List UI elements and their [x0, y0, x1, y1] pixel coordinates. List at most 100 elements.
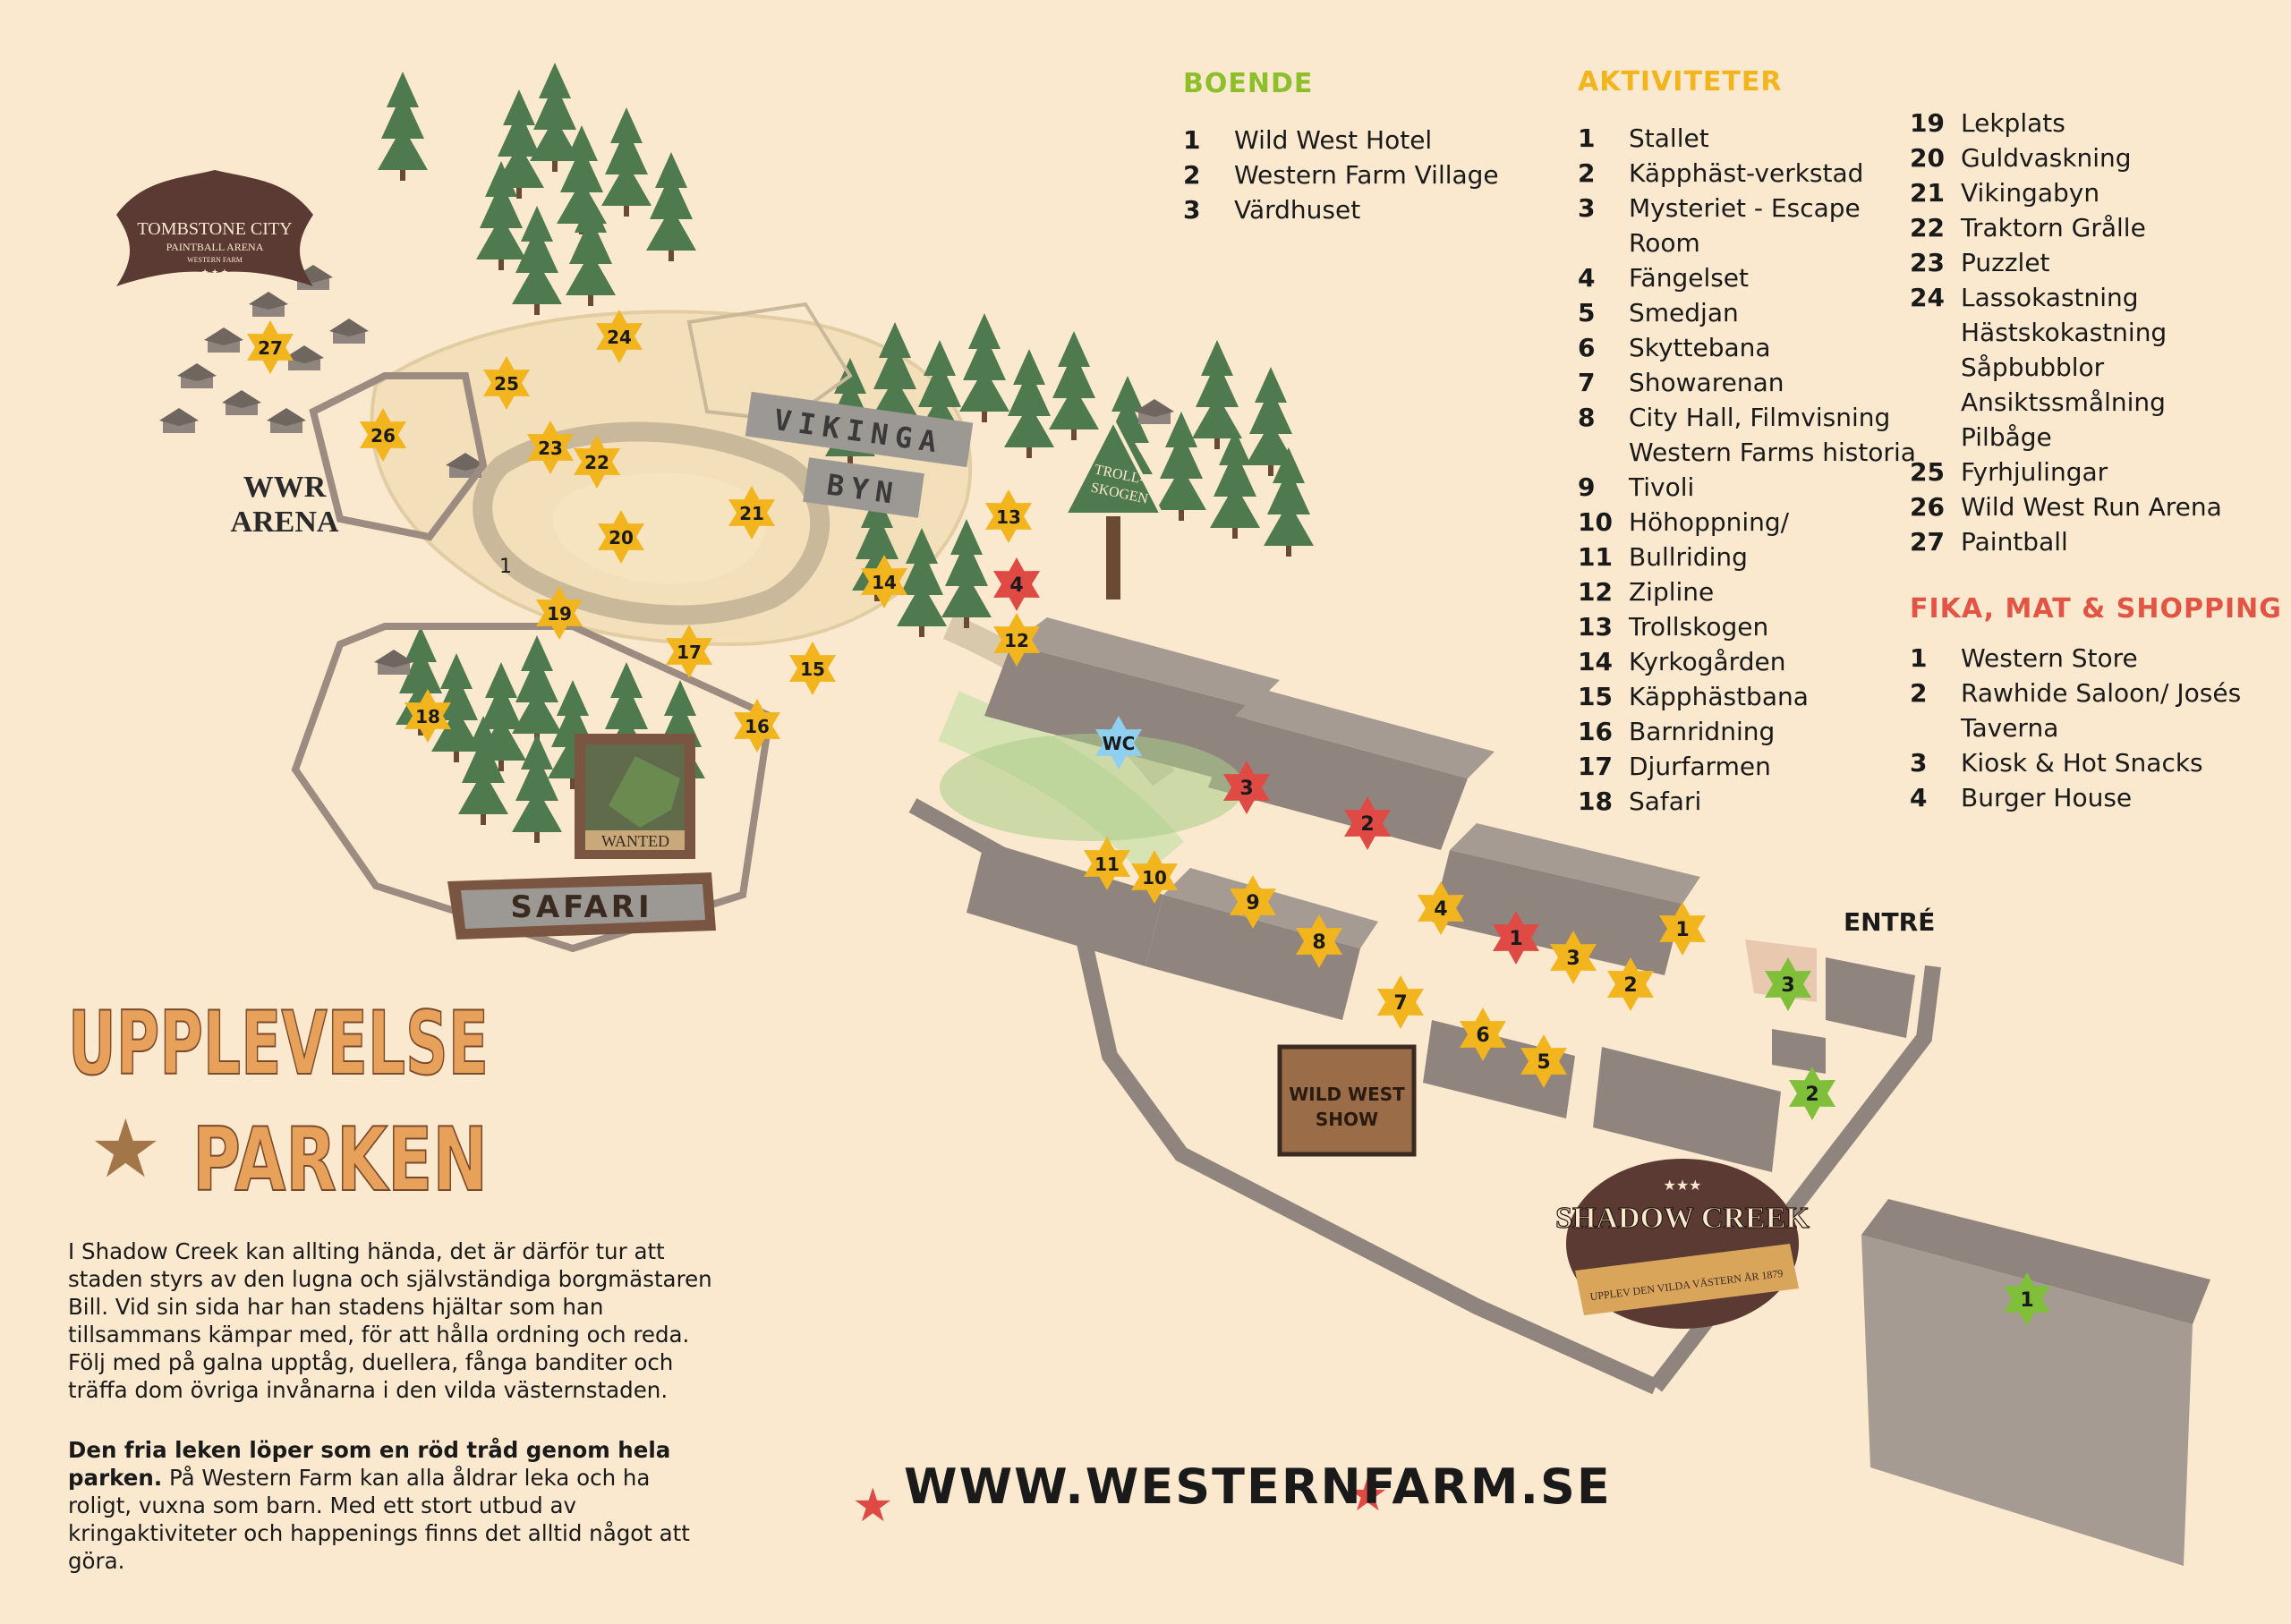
tombstone-badge: TOMBSTONE CITY PAINTBALL ARENA WESTERN F…	[116, 170, 313, 286]
legend-item-number: 23	[1910, 248, 1945, 277]
marker-label: 4	[1434, 898, 1447, 921]
legend-item-number: 12	[1578, 577, 1613, 607]
marker-star-red	[1223, 761, 1270, 814]
trollskogen-sign: TROLL- SKOGEN	[1061, 416, 1165, 599]
wildwest-line1: WILD WEST	[1289, 1084, 1405, 1105]
legend-sub-item: Såpbubblor	[1961, 353, 2105, 382]
marker-label: 19	[547, 603, 572, 625]
marker-star-yellow	[1418, 881, 1464, 935]
legend-item-number: 15	[1578, 682, 1613, 711]
marker-label: 1	[1675, 919, 1689, 941]
marker-label: 15	[800, 659, 825, 680]
marker-star-blue	[1095, 716, 1142, 769]
marker-star-yellow	[1084, 837, 1130, 890]
entre-label: ENTRÉ	[1844, 906, 1935, 937]
legend-item-label: Zipline	[1629, 577, 1715, 607]
legend-item-label: Lekplats	[1961, 108, 2065, 138]
marker-label: 12	[1004, 630, 1029, 651]
marker-star-yellow	[666, 625, 712, 678]
legend-item-label: Tivoli	[1629, 472, 1695, 502]
legend-item: 4 Fängelset	[1578, 260, 1927, 295]
town-buildings	[967, 617, 2210, 1566]
marker-label: 23	[538, 438, 563, 459]
marker-label: 21	[739, 503, 764, 524]
legend-item-number: 11	[1578, 542, 1613, 572]
legend-item-label: Stallet	[1629, 123, 1709, 153]
legend-item-label: Fyrhjulingar	[1961, 457, 2108, 487]
marker-label: 17	[677, 642, 702, 663]
legend-item-label: Käpphäst-verkstad	[1629, 158, 1864, 188]
safari-label: SAFARI	[510, 889, 652, 925]
legend-item-number: 20	[1910, 143, 1945, 173]
marker-star-yellow	[1659, 902, 1706, 956]
legend-item-label: Trollskogen	[1629, 612, 1769, 642]
legend-item-number: 3	[1910, 748, 1928, 778]
legend-sub-item: Hästskokastning	[1961, 318, 2168, 347]
marker-label: 26	[370, 425, 396, 446]
tombstone-small: WESTERN FARM	[187, 256, 243, 264]
tombstone-title: TOMBSTONE CITY	[137, 219, 292, 239]
marker-star-red	[993, 557, 1040, 611]
legend-item: 9 Tivoli	[1578, 470, 1927, 505]
legend-item-label: Vikingabyn	[1961, 178, 2100, 208]
legend-item-label: Fängelset	[1629, 263, 1750, 293]
legend-item-label: Djurfarmen	[1629, 752, 1771, 781]
marker-star-yellow	[1131, 850, 1178, 904]
marker-label: 27	[258, 337, 283, 359]
marker-star-yellow	[993, 613, 1040, 667]
legend-item-number: 2	[1910, 678, 1928, 708]
vikingabyn-sign: VIKINGA BYN	[745, 391, 974, 518]
legend-item-label: Safari	[1629, 786, 1702, 816]
marker-star-yellow	[1607, 957, 1654, 1011]
marker-star-yellow	[574, 435, 620, 489]
legend-item-label: Höhoppning/	[1629, 507, 1790, 537]
legend-item-label: Skyttebana	[1629, 333, 1771, 362]
legend-item-number: 3	[1578, 193, 1596, 223]
footer-star-left: ★	[852, 1479, 894, 1533]
legend-item-number: 19	[1910, 108, 1945, 138]
marker-label: 6	[1476, 1025, 1489, 1047]
marker-star-yellow	[1230, 875, 1276, 929]
marker-star-yellow	[728, 486, 775, 540]
legend-item-label: Kyrkogården	[1629, 647, 1786, 676]
footer-star-right: ★	[1347, 1468, 1389, 1522]
legend-item-label: Mysteriet - Escape Room	[1629, 193, 1861, 258]
legend-item-number: 1	[1183, 125, 1201, 155]
marker-label: 7	[1393, 992, 1407, 1015]
tombstone-subtitle: PAINTBALL ARENA	[166, 241, 264, 253]
legend-item-number: 4	[1578, 263, 1596, 293]
legend-item-label: Wild West Run Arena	[1961, 492, 2222, 522]
legend-item-label: Paintball	[1961, 527, 2068, 557]
marker-label: 20	[609, 527, 634, 548]
marker-label: 2	[1805, 1084, 1818, 1106]
website-url[interactable]: WWW.WESTERNFARM.SE	[904, 1458, 1612, 1515]
marker-label: 16	[745, 716, 770, 737]
intro-bold-lead: Den fria leken löper som en röd tråd gen…	[68, 1437, 671, 1491]
legend-item-label: Värdhuset	[1234, 195, 1361, 225]
legend-item-number: 9	[1578, 472, 1596, 502]
marker-star-red	[1344, 796, 1391, 850]
marker-label: 2	[1360, 813, 1374, 836]
legend-item-number: 14	[1578, 647, 1613, 676]
marker-label: 24	[607, 327, 632, 348]
marker-label: 8	[1312, 931, 1325, 954]
legend-item-number: 26	[1910, 492, 1945, 522]
intro-text: I Shadow Creek kan allting hända, det är…	[68, 1237, 712, 1607]
legend-item: 12 Zipline	[1578, 574, 1927, 609]
legend-item-label: Burger House	[1961, 783, 2133, 812]
